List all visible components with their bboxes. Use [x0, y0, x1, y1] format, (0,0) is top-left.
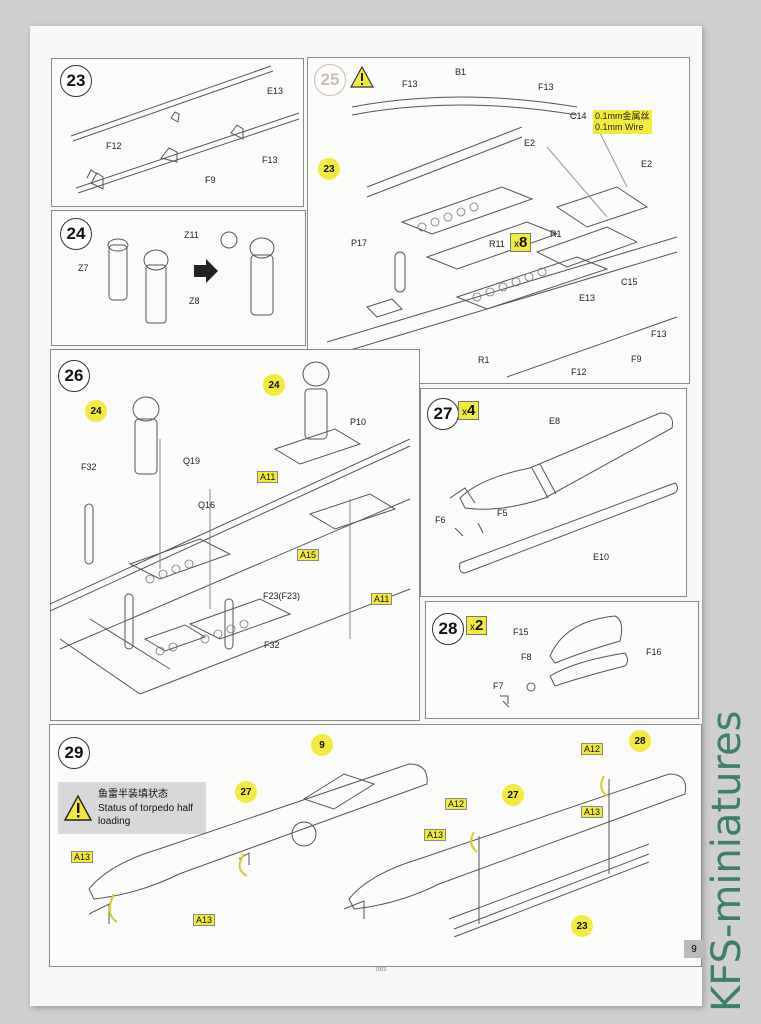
- label-a11: A11: [371, 593, 393, 605]
- label-c15: C15: [621, 277, 638, 287]
- label-f15: F15: [513, 627, 529, 637]
- label-f12: F12: [106, 141, 122, 151]
- label-e13: E13: [579, 293, 596, 303]
- svg-text:KFS-miniatures: KFS-miniatures: [704, 711, 750, 1012]
- page-number: 9: [684, 940, 704, 958]
- step-27-number: 27: [427, 398, 459, 430]
- label-a13: A13: [71, 851, 94, 863]
- label-f13: F13: [402, 79, 418, 89]
- step-23-number: 23: [60, 65, 92, 97]
- step-26-number: 26: [58, 360, 90, 392]
- label-f32: F32: [81, 462, 97, 472]
- label-z7: Z7: [78, 263, 89, 273]
- label-a13: A13: [193, 914, 216, 926]
- step-29-panel: [49, 724, 702, 967]
- footer-code: 1003: [375, 967, 387, 973]
- step-25-number: 25: [314, 64, 346, 96]
- label-f6: F6: [435, 515, 446, 525]
- label-f7: F7: [493, 681, 504, 691]
- ref-step-24: 24: [263, 374, 285, 396]
- label-z11: Z11: [184, 230, 199, 240]
- label-e2: E2: [524, 138, 536, 148]
- ref-step-27: 27: [502, 784, 524, 806]
- label-f9: F9: [205, 175, 216, 185]
- label-f13: F13: [262, 155, 278, 165]
- wire-note: 0.1mm金属丝 0.1mm Wire: [593, 110, 652, 134]
- ref-step-24: 24: [85, 400, 107, 422]
- label-f23: F23(F23): [263, 591, 301, 601]
- label-p17: P17: [351, 238, 368, 248]
- label-e13: E13: [267, 86, 284, 96]
- label-f13: F13: [538, 82, 554, 92]
- label-f32: F32: [264, 640, 280, 650]
- label-f16: F16: [646, 647, 662, 657]
- label-z8: Z8: [189, 296, 200, 306]
- watermark-logo: KFS-miniatures: [704, 711, 750, 1012]
- label-b1: B1: [455, 67, 467, 77]
- step-27-panel: [420, 388, 687, 597]
- step-23-rail-drawing: [70, 65, 300, 194]
- label-q19: Q19: [183, 456, 201, 466]
- multiplier-x8: x8: [510, 233, 532, 252]
- label-e8: E8: [549, 416, 561, 426]
- label-a12: A12: [445, 798, 468, 810]
- label-r11: R11: [489, 239, 505, 249]
- label-a12: A12: [581, 743, 604, 755]
- label-f13: F13: [651, 329, 667, 339]
- label-r1: R1: [478, 355, 490, 365]
- label-p10: P10: [350, 417, 367, 427]
- step-24-number: 24: [60, 218, 92, 250]
- half-loading-warning: 鱼雷半装填状态 Status of torpedo half loading: [58, 782, 206, 834]
- label-f5: F5: [497, 508, 508, 518]
- step-29-number: 29: [58, 737, 90, 769]
- ref-step-23: 23: [318, 158, 340, 180]
- step-27-torpedo-drawing: [449, 412, 678, 574]
- multiplier-x2: x2: [466, 616, 488, 635]
- label-c14: C14: [570, 111, 587, 121]
- step-28-propeller-drawing: [500, 615, 628, 708]
- label-q16: Q16: [198, 500, 216, 510]
- label-e10: E10: [593, 552, 610, 562]
- step-29-loading-drawing: [88, 763, 687, 938]
- warning-icon: [64, 795, 92, 821]
- label-r1: R1: [550, 229, 562, 239]
- ref-step-9: 9: [311, 734, 333, 756]
- label-f12: F12: [571, 367, 587, 377]
- ref-step-28: 28: [629, 730, 651, 752]
- label-e2: E2: [641, 159, 653, 169]
- step-25-assembly-drawing: [326, 96, 678, 378]
- warning-icon: [350, 66, 374, 88]
- step-24-vent-drawing: [107, 231, 275, 324]
- label-f8: F8: [521, 652, 532, 662]
- label-a15: A15: [297, 549, 320, 561]
- label-f9: F9: [631, 354, 642, 364]
- label-a11: A11: [257, 471, 279, 483]
- ref-step-27: 27: [235, 781, 257, 803]
- label-a13: A13: [424, 829, 447, 841]
- ref-step-23: 23: [571, 915, 593, 937]
- step-28-number: 28: [432, 613, 464, 645]
- step-26-deck-drawing: [50, 361, 411, 695]
- step-24-panel: [51, 210, 306, 346]
- step-26-panel: [50, 349, 420, 721]
- label-a13: A13: [581, 806, 604, 818]
- multiplier-x4: x4: [458, 401, 480, 420]
